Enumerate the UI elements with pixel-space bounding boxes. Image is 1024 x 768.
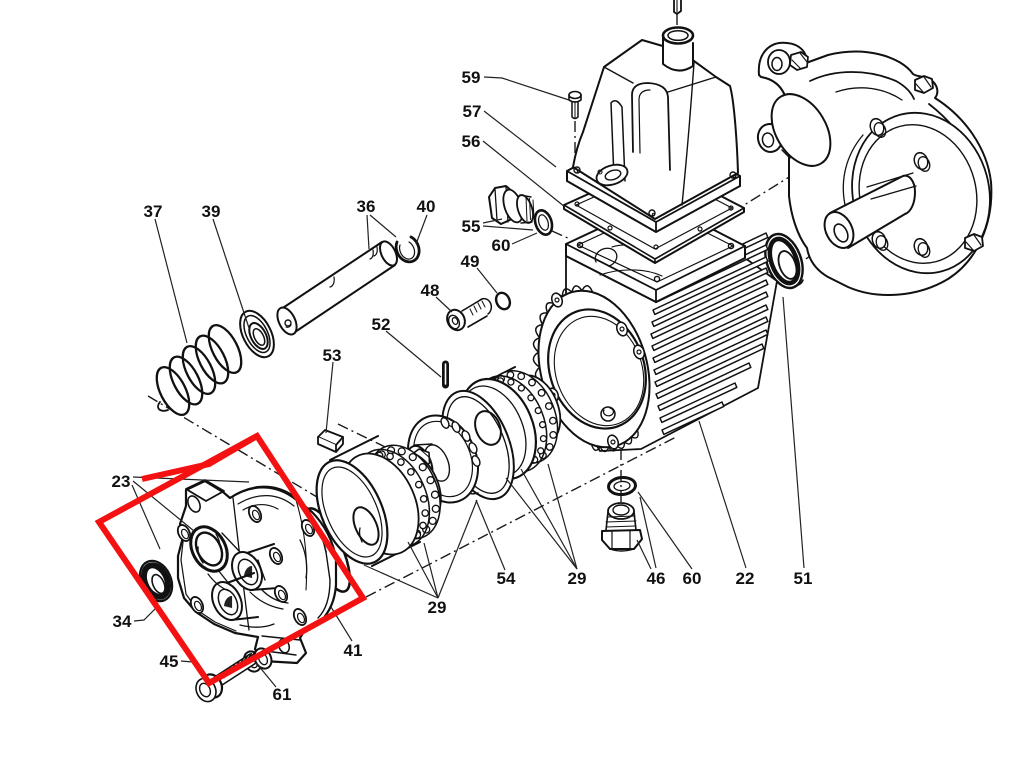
svg-text:29: 29	[428, 598, 447, 617]
svg-text:59: 59	[462, 68, 481, 87]
svg-text:23: 23	[112, 472, 131, 491]
svg-text:60: 60	[683, 569, 702, 588]
svg-text:53: 53	[323, 346, 342, 365]
svg-text:46: 46	[647, 569, 666, 588]
svg-text:39: 39	[202, 202, 221, 221]
svg-text:52: 52	[372, 315, 391, 334]
svg-text:54: 54	[497, 569, 516, 588]
svg-text:36: 36	[357, 197, 376, 216]
svg-text:55: 55	[462, 217, 481, 236]
svg-text:41: 41	[344, 641, 363, 660]
svg-text:29: 29	[568, 569, 587, 588]
svg-text:60: 60	[492, 236, 511, 255]
svg-text:51: 51	[794, 569, 813, 588]
svg-text:61: 61	[273, 685, 292, 704]
svg-text:40: 40	[417, 197, 436, 216]
svg-text:22: 22	[736, 569, 755, 588]
svg-text:49: 49	[461, 252, 480, 271]
svg-text:37: 37	[144, 202, 163, 221]
svg-text:34: 34	[113, 612, 132, 631]
svg-text:45: 45	[160, 652, 179, 671]
svg-text:56: 56	[462, 132, 481, 151]
svg-text:48: 48	[421, 281, 440, 300]
svg-text:57: 57	[463, 102, 482, 121]
